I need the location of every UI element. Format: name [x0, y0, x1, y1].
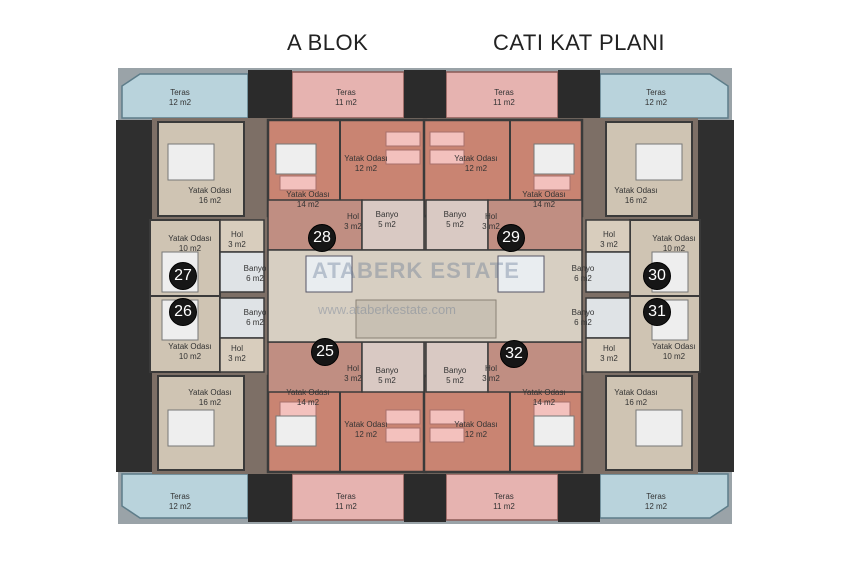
bath-side-bottom-right	[585, 297, 631, 339]
hall-side-bottom-left	[219, 337, 265, 373]
bath-center-bottom-right	[425, 341, 489, 393]
watermark-url: www.ataberkestate.com	[318, 302, 457, 317]
terrace-corner-top-right	[599, 73, 729, 119]
unit-badge-29: 29	[497, 224, 525, 252]
beds-pink	[279, 131, 571, 443]
stairwell	[355, 299, 497, 339]
unit-badge-32: 32	[500, 340, 528, 368]
column-top-1	[248, 70, 292, 120]
column-bottom-3	[558, 472, 600, 522]
bed-double-3	[275, 415, 317, 447]
bed-double-8	[635, 409, 683, 447]
bed-7	[429, 409, 465, 425]
bed-double-6	[635, 143, 683, 181]
bed-10	[533, 175, 571, 191]
terrace-corner-bottom-left	[121, 473, 249, 519]
bed-8	[429, 427, 465, 443]
bed-9	[279, 175, 317, 191]
terrace-corner-bottom-right	[599, 473, 729, 519]
bed-5	[385, 409, 421, 425]
bed-2	[385, 149, 421, 165]
column-bottom-1	[248, 472, 292, 522]
bed-1	[385, 131, 421, 147]
bed-4	[429, 149, 465, 165]
watermark-brand: ATABERK ESTATE	[312, 258, 520, 283]
hall-side-top-right	[585, 219, 631, 253]
block-title: A BLOK	[287, 30, 369, 55]
column-top-3	[558, 70, 600, 120]
terrace-mid-bottom-left	[291, 473, 405, 521]
unit-badge-25: 25	[311, 338, 339, 366]
column-top-2	[404, 70, 446, 120]
bath-center-bottom-left	[361, 341, 425, 393]
column-bottom-2	[404, 472, 446, 522]
bath-center-top-left	[361, 199, 425, 251]
unit-badge-28: 28	[308, 224, 336, 252]
unit-badge-31: 31	[643, 298, 671, 326]
elevator-right	[497, 255, 545, 293]
hall-side-top-left	[219, 219, 265, 253]
bed-6	[385, 427, 421, 443]
terrace-corner-top-left	[121, 73, 249, 119]
bath-side-top-left	[219, 251, 265, 293]
plan-title: CATI KAT PLANI	[493, 30, 666, 55]
terrace-mid-top-right	[445, 71, 559, 119]
bath-center-top-right	[425, 199, 489, 251]
unit-badge-26: 26	[169, 298, 197, 326]
elevator-left	[305, 255, 353, 293]
bed-3	[429, 131, 465, 147]
unit-badge-30: 30	[643, 262, 671, 290]
unit-badge-27: 27	[169, 262, 197, 290]
hall-side-bottom-right	[585, 337, 631, 373]
bed-double-1	[275, 143, 317, 175]
bed-12	[533, 401, 571, 417]
bath-side-bottom-left	[219, 297, 265, 339]
terrace-mid-top-left	[291, 71, 405, 119]
bed-double-4	[533, 415, 575, 447]
bed-double-2	[533, 143, 575, 175]
bed-double-7	[167, 409, 215, 447]
bath-side-top-right	[585, 251, 631, 293]
bed-11	[279, 401, 317, 417]
bed-double-5	[167, 143, 215, 181]
terrace-mid-bottom-right	[445, 473, 559, 521]
